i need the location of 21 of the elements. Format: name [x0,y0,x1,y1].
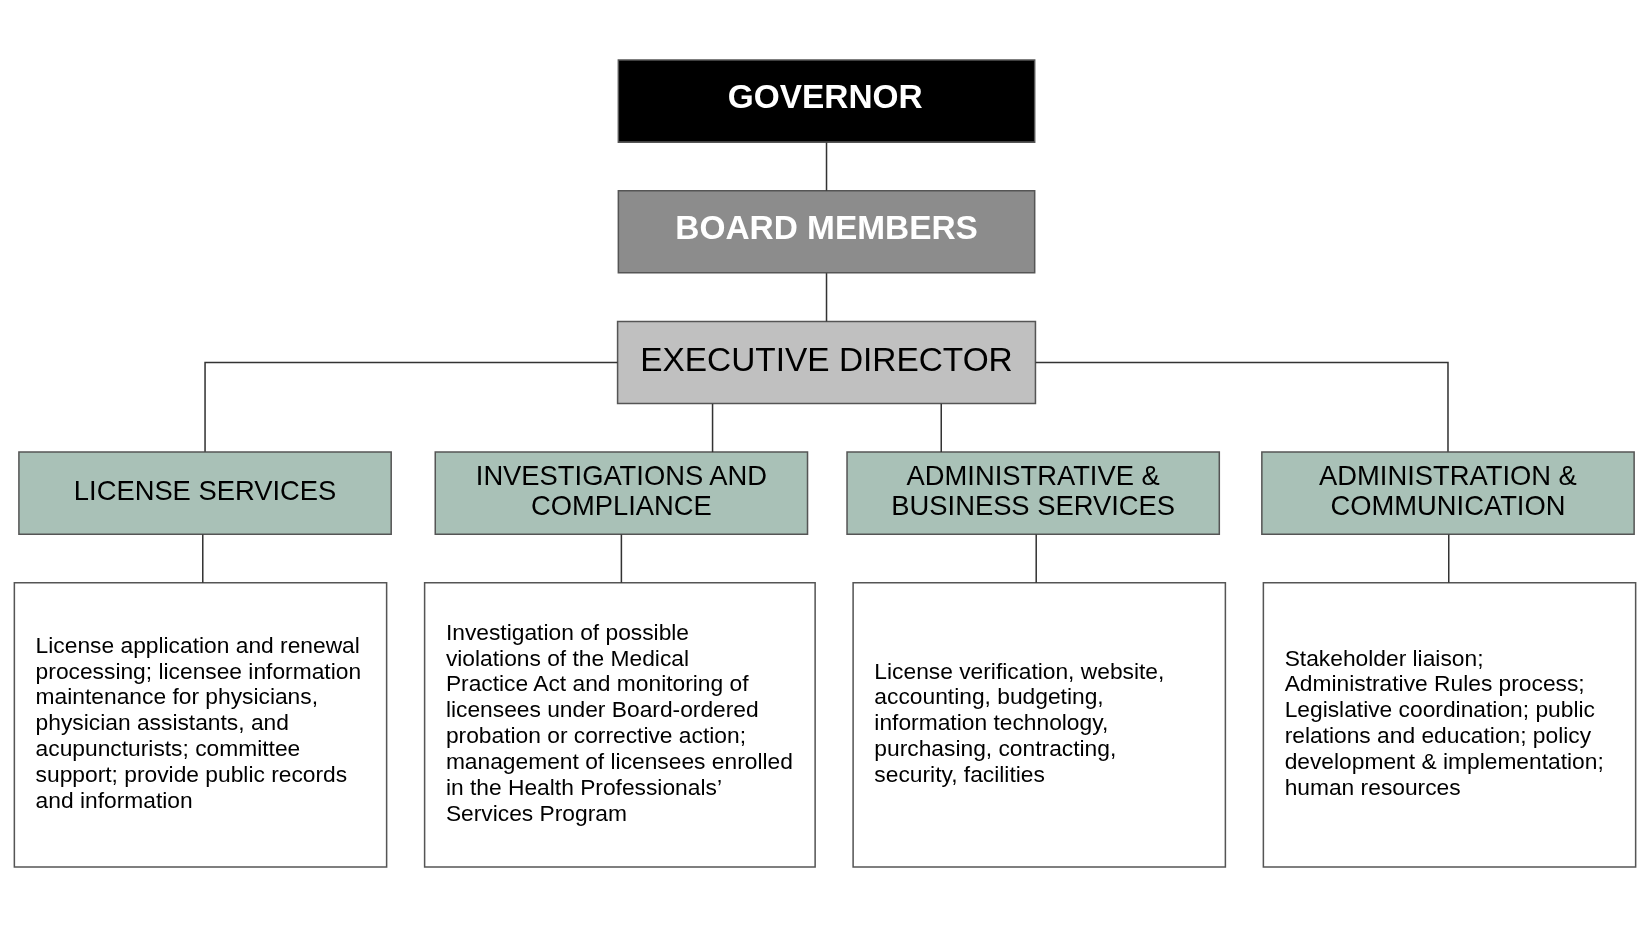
node-box: License application and renewal processing; licensee information maintenance for physicians, physician assistants, and acupuncturists; committee support; provide public records and information [13,582,388,868]
node-box: ADMINISTRATIVE & BUSINESS SERVICES [846,451,1221,535]
node-box: Investigation of possible violations of the Medical Practice Act and monitoring of licensees under Board-ordered probation or corrective action; management of licensees enrolled in the Health Professionals’ Services Program [423,582,816,868]
node-box: License verification, website, accounting, budgeting, information technology, purchasing, contracting, security, facilities [852,582,1227,868]
connector [1034,361,1449,453]
connector [204,361,619,453]
node-box: GOVERNOR [617,59,1036,143]
node-box: INVESTIGATIONS AND COMPLIANCE [434,451,809,535]
connector [1035,533,1037,584]
node-box: BOARD MEMBERS [617,190,1036,274]
node-box: ADMINISTRATION & COMMUNICATION [1261,451,1635,535]
connector [202,533,204,584]
node-box: EXECUTIVE DIRECTOR [616,320,1037,405]
connector [825,141,828,192]
connector [825,272,828,323]
connector [1448,533,1450,584]
connector [940,403,942,453]
node-box: LICENSE SERVICES [18,451,392,535]
connector [620,533,623,584]
connector [711,403,714,453]
node-box: Stakeholder liaison; Administrative Rules process; Legislative coordination; public relations and education; policy development & implementation; human resources [1262,582,1637,868]
